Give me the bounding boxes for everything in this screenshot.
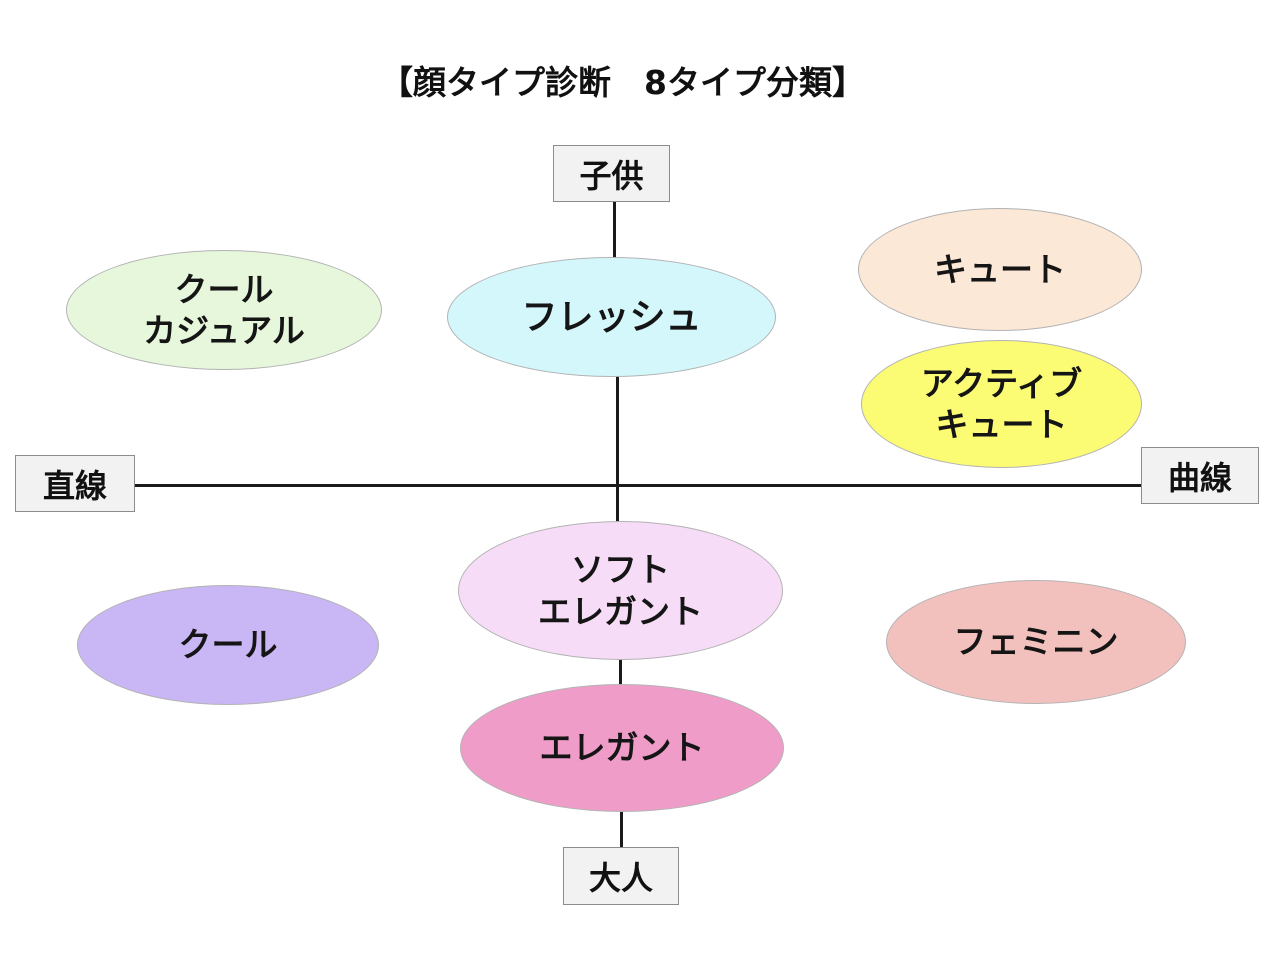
type-cool-casual: クール カジュアル [66,250,382,370]
type-cool: クール [77,585,379,705]
type-fresh: フレッシュ [447,257,776,377]
type-cool-casual-line2: カジュアル [143,311,305,350]
type-cool-casual-line1: クール [174,269,274,309]
vertical-axis-lower-2 [620,810,623,850]
type-elegant-label: エレガント [539,728,705,768]
diagram-title: 【顔タイプ診断 8タイプ分類】 [380,63,865,102]
type-soft-elegant: ソフト エレガント [458,521,783,660]
type-active-cute: アクティブ キュート [861,340,1142,468]
horizontal-axis [133,484,1143,487]
axis-label-left: 直線 [15,455,135,512]
type-feminine-label: フェミニン [953,622,1119,662]
axis-label-bottom: 大人 [563,847,679,905]
vertical-axis-lower-1 [619,658,622,688]
axis-label-top: 子供 [553,145,670,202]
type-elegant: エレガント [460,684,784,812]
axis-label-right: 曲線 [1141,447,1259,504]
type-cute-label: キュート [934,249,1066,289]
type-cute: キュート [858,208,1142,331]
type-fresh-label: フレッシュ [521,296,702,338]
vertical-axis-upper [613,200,616,260]
vertical-axis-middle [616,374,619,524]
type-active-cute-line2: キュート [935,405,1068,444]
type-cool-label: クール [178,625,278,665]
type-active-cute-line1: アクティブ [920,363,1083,403]
type-soft-elegant-line1: ソフト [571,550,670,590]
type-soft-elegant-line2: エレガント [538,591,703,631]
type-feminine: フェミニン [886,580,1186,704]
